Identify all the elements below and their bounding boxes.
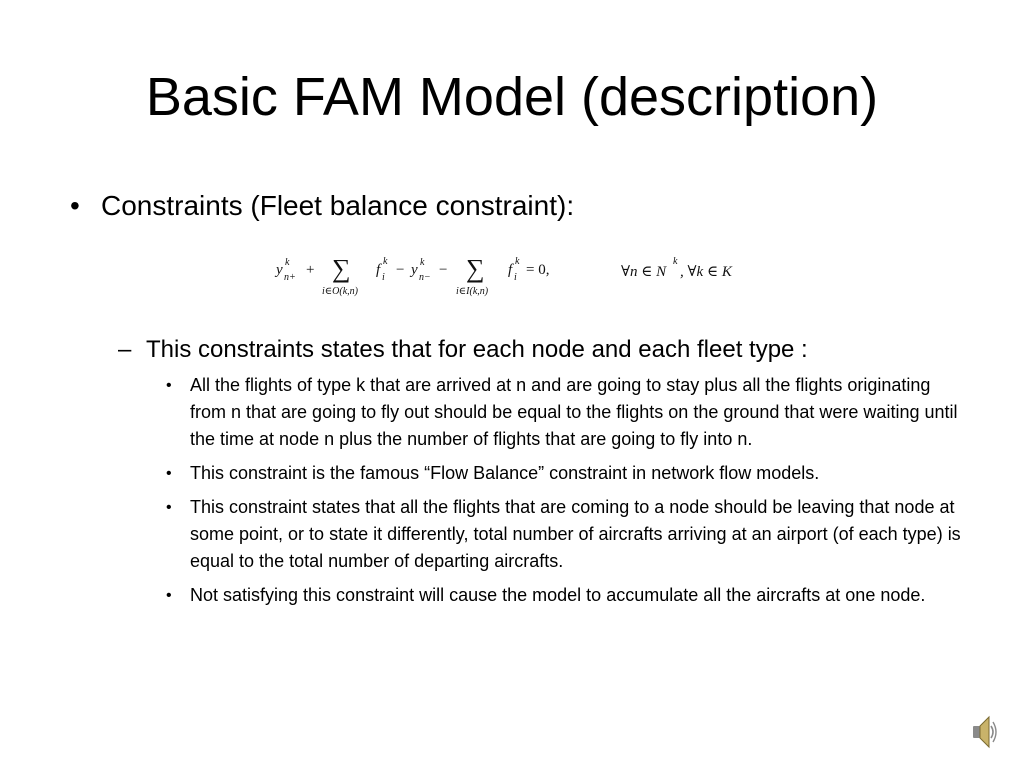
formula-sup: k [515,256,520,267]
fleet-balance-formula: y k n+ + ∑ i∈O(k,n) f k i − y k n− − ∑ i… [276,252,756,308]
slide-title: Basic FAM Model (description) [145,67,879,127]
bullet-text: Constraints (Fleet balance constraint): [101,190,575,221]
bullet-marker: • [166,499,172,516]
formula-equals-zero: = 0, [526,262,550,278]
formula-sup: k [285,257,290,268]
formula-sigma-in: ∑ [466,254,485,283]
formula-sub: i [382,272,385,283]
list-item-text: This constraint states that all the flig… [190,497,961,571]
list-item: • This constraint is the famous “Flow Ba… [166,460,966,487]
formula-sub: n+ [284,272,296,283]
bullet-marker: • [166,377,172,394]
formula-plus: + [306,262,315,278]
speaker-icon[interactable] [972,712,998,752]
formula-sub: i [514,272,517,283]
formula-sup: k [673,256,678,267]
bullet-marker: • [70,190,80,221]
formula-f-in: f [508,262,513,278]
list-item: • All the flights of type k that are arr… [166,372,966,453]
bullet-level-3-list: • All the flights of type k that are arr… [166,372,966,616]
formula-f-out: f [376,262,381,278]
dash-marker: – [118,336,132,363]
bullet-text: This constraints states that for each no… [146,336,808,363]
list-item-text: Not satisfying this constraint will caus… [190,585,926,605]
formula-sigma-out: ∑ [332,254,351,283]
speaker-icon-graphic [973,715,997,749]
formula-minus: − [439,262,448,278]
list-item: • This constraint states that all the fl… [166,494,966,575]
list-item-text: All the flights of type k that are arriv… [190,375,958,449]
formula-sigma-out-sub: i∈O(k,n) [322,286,359,297]
list-item-text: This constraint is the famous “Flow Bala… [190,463,820,483]
list-item: • Not satisfying this constraint will ca… [166,582,966,609]
bullet-marker: • [166,465,172,482]
formula-minus: − [396,262,405,278]
formula-quantifier-tail: , ∀k ∈ K [680,264,732,280]
formula-sub: n− [419,272,431,283]
formula-y-plus: y [276,262,283,278]
formula-quantifier: ∀n ∈ N [621,264,667,280]
bullet-marker: • [166,587,172,604]
formula-y-minus: y [411,262,418,278]
formula-sup: k [420,257,425,268]
formula-sigma-in-sub: i∈I(k,n) [456,286,489,297]
formula-sup: k [383,256,388,267]
